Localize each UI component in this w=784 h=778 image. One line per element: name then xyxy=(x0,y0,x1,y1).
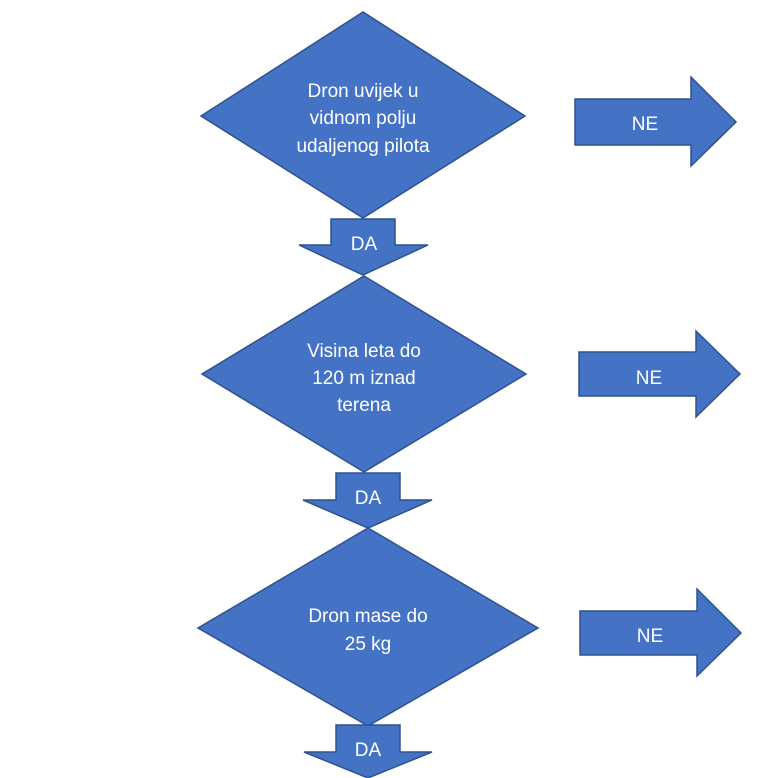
yes-arrow-3 xyxy=(303,724,433,778)
yes-arrow-3-label: DA xyxy=(355,740,382,761)
no-arrow-1 xyxy=(574,75,738,168)
decision-2-line-1: Visina leta do xyxy=(307,341,421,362)
yes-arrow-2 xyxy=(302,472,433,529)
decision-3-line-1: Dron mase do xyxy=(308,606,427,627)
no-arrow-3-label: NE xyxy=(637,626,663,647)
no-arrow-1-label: NE xyxy=(632,114,658,135)
decision-1-line-3: udaljenog pilota xyxy=(296,136,430,157)
decision-3-line-2: 25 kg xyxy=(345,634,391,655)
no-arrow-3 xyxy=(579,587,743,678)
decision-1-line-1: Dron uvijek u xyxy=(308,81,419,102)
yes-arrow-2-label: DA xyxy=(355,488,382,509)
yes-arrow-1-label: DA xyxy=(351,234,378,255)
decision-1-line-2: vidnom polju xyxy=(310,108,417,129)
yes-arrow-1 xyxy=(298,218,429,276)
decision-diamond-2 xyxy=(200,275,528,473)
decision-2-line-2: 120 m iznad xyxy=(312,368,416,389)
decision-diamond-3 xyxy=(196,527,540,727)
decision-diamond-1 xyxy=(199,11,527,219)
no-arrow-2 xyxy=(578,329,742,419)
no-arrow-2-label: NE xyxy=(636,368,662,389)
decision-2-line-3: terena xyxy=(337,395,391,416)
